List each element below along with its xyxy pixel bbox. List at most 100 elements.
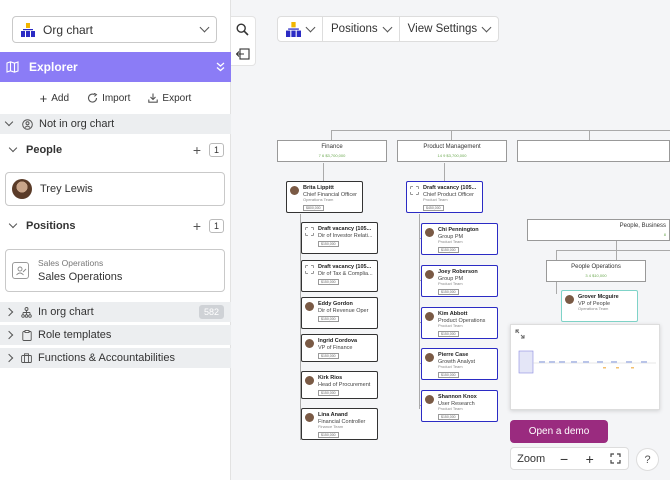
position-card[interactable]: Sales Operations Sales Operations — [5, 249, 225, 292]
card-name: Grover Mcguire — [578, 294, 619, 300]
open-demo-button[interactable]: Open a demo — [510, 420, 608, 443]
add-button[interactable]: +Add — [40, 91, 69, 106]
people-count: 1 — [209, 143, 224, 157]
card-name: Joey Roberson — [438, 269, 478, 275]
add-label: Add — [51, 92, 70, 104]
card-salary: $150,000 — [318, 390, 339, 397]
dept-blank[interactable] — [517, 140, 670, 162]
explorer-title: Explorer — [29, 60, 78, 74]
export-button[interactable]: Export — [148, 93, 191, 104]
card-title: Group PM — [438, 275, 464, 282]
avatar — [305, 413, 314, 422]
not-in-org-icon — [22, 118, 33, 130]
card-name: Draft vacancy (105... — [318, 264, 372, 270]
card-title: Chief Product Officer — [423, 191, 474, 198]
org-chart-logo-icon — [21, 22, 35, 37]
position-card-vacancy-cpo[interactable]: Draft vacancy (105...Chief Product Offic… — [406, 181, 483, 213]
expand-icon[interactable] — [515, 329, 525, 339]
card-name: Kim Abbott — [438, 311, 468, 317]
section-label: Positions — [26, 220, 76, 232]
chevron-down-icon — [382, 22, 393, 32]
card-salary: $150,000 — [318, 353, 339, 360]
positions-dropdown[interactable]: Positions — [323, 17, 400, 41]
dept-finance[interactable]: Finance 7 6 $3,700,000 — [277, 140, 387, 162]
position-subtitle: Sales Operations — [38, 258, 104, 268]
section-positions[interactable]: Positions + 1 — [0, 216, 231, 236]
chevron-down-icon — [481, 22, 492, 32]
view-settings-dropdown[interactable]: View Settings — [400, 17, 498, 41]
import-button[interactable]: Import — [87, 93, 130, 104]
section-not-in-org-chart[interactable]: Not in org chart — [0, 114, 231, 134]
avatar — [565, 295, 574, 304]
minimap[interactable] — [510, 324, 660, 410]
org-chart-canvas[interactable]: Finance 7 6 $3,700,000 Product Managemen… — [231, 0, 670, 480]
add-position-icon[interactable]: + — [192, 218, 201, 234]
card-title: Dir of Tax & Complia... — [318, 270, 373, 277]
dept-name: Finance — [321, 144, 343, 150]
chevron-down-icon — [305, 22, 316, 32]
card-salary: $150,000 — [438, 371, 459, 379]
section-functions[interactable]: Functions & Accountabilities — [0, 348, 231, 368]
person-card[interactable]: Trey Lewis — [5, 172, 225, 206]
section-label: People — [26, 144, 63, 156]
card-title: Group PM — [438, 233, 464, 240]
dept-people-business[interactable]: People, Business 8 — [527, 219, 670, 241]
dept-name: Product Management — [423, 144, 481, 150]
briefcase-icon — [21, 353, 32, 363]
chevron-right-icon — [4, 353, 14, 363]
card-title: Product Operations — [438, 317, 486, 324]
position-card-vacancy[interactable]: Draft vacancy (105...Dir of Tax & Compli… — [301, 260, 378, 292]
card-title: Head of Procurement — [318, 381, 371, 388]
card-team: Product Team — [438, 364, 463, 370]
import-icon — [88, 93, 98, 103]
dept-name: People Operations — [571, 264, 621, 270]
explorer-header[interactable]: Explorer — [0, 52, 231, 82]
view-switcher-button[interactable] — [278, 17, 323, 41]
card-salary: $150,000 — [438, 330, 459, 338]
dept-stats: 3 4 $10,000 — [585, 273, 607, 278]
card-title: User Research — [438, 400, 475, 407]
card-title: Chief Financial Officer — [303, 191, 358, 198]
avatar — [425, 228, 434, 237]
card-name: Lina Anand — [318, 412, 348, 418]
zoom-out-button[interactable]: − — [560, 450, 569, 467]
avatar — [305, 376, 314, 385]
section-role-templates[interactable]: Role templates — [0, 325, 231, 345]
export-label: Export — [162, 92, 192, 104]
positions-label: Positions — [331, 23, 378, 35]
dept-people-operations[interactable]: People Operations 3 4 $10,000 — [546, 260, 646, 282]
zoom-controls: Zoom − + — [510, 447, 629, 470]
collapse-icon[interactable] — [216, 62, 225, 72]
zoom-in-button[interactable]: + — [585, 450, 594, 467]
fit-screen-button[interactable] — [602, 448, 628, 469]
card-name: Kirk Rios — [318, 375, 343, 381]
section-label: Not in org chart — [39, 118, 115, 130]
dept-product-management[interactable]: Product Management 14 9 $3,700,000 — [397, 140, 507, 162]
view-selector-label: Org chart — [43, 22, 94, 37]
section-label: Role templates — [38, 329, 112, 341]
card-name: Draft vacancy (105... — [318, 226, 372, 232]
card-name: Ingrid Cordova — [318, 338, 358, 344]
section-people[interactable]: People + 1 — [0, 140, 231, 160]
position-card-vacancy[interactable]: Draft vacancy (105...Dir of Investor Rel… — [301, 222, 378, 254]
help-button[interactable]: ? — [636, 448, 659, 471]
chevron-down-icon — [199, 22, 210, 33]
add-person-icon[interactable]: + — [192, 142, 201, 158]
search-icon[interactable] — [236, 23, 249, 36]
org-chart-logo-icon — [286, 21, 301, 37]
view-selector[interactable]: Org chart — [12, 16, 217, 43]
positions-count: 1 — [209, 219, 224, 233]
section-in-org-chart[interactable]: In org chart 582 — [0, 302, 231, 322]
sidebar-toggle-icon[interactable] — [236, 48, 250, 60]
